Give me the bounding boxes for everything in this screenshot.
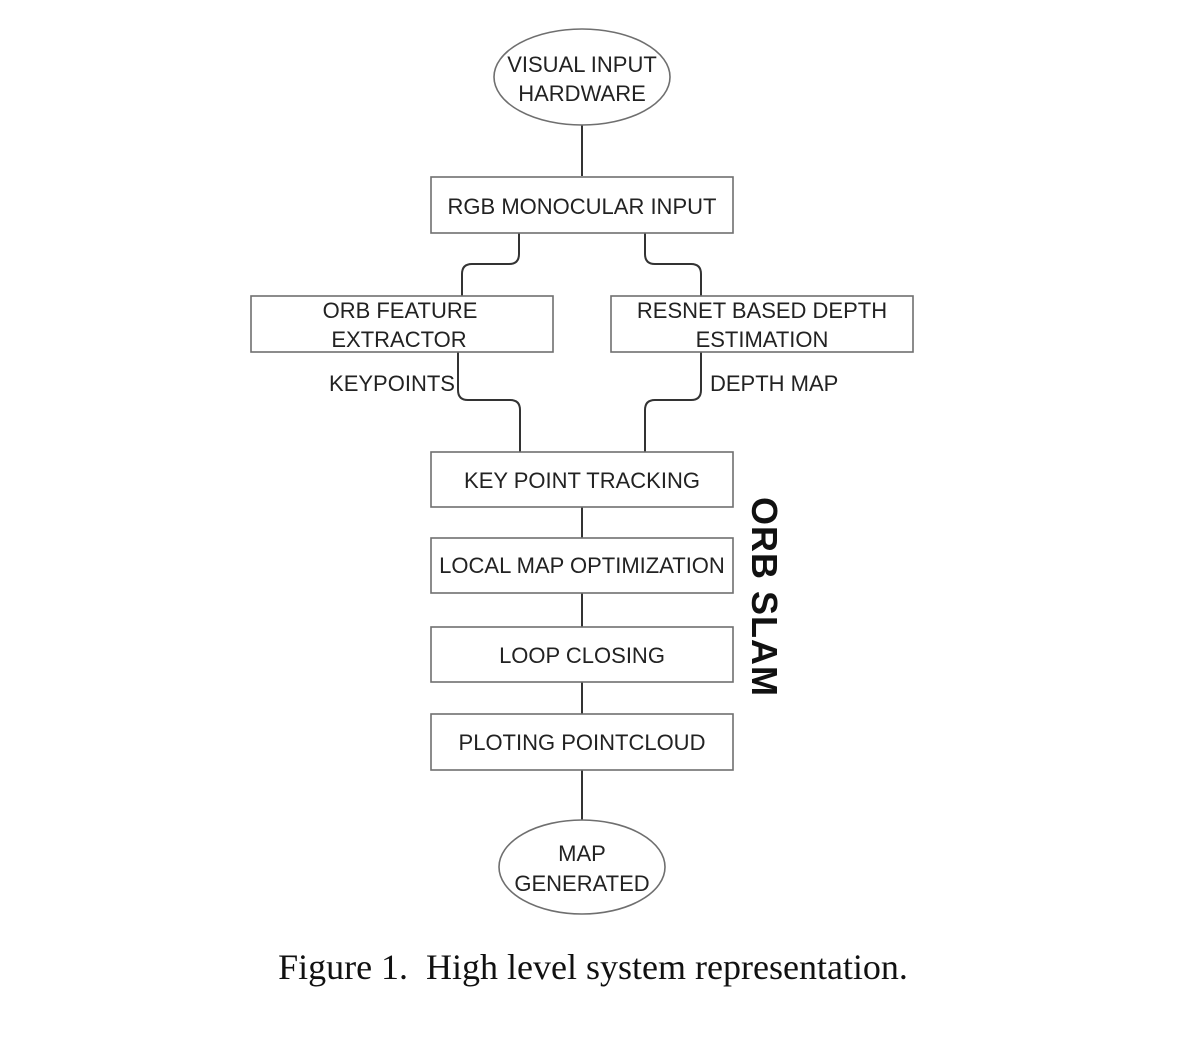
node-map-generated-line-1: MAP: [558, 841, 606, 866]
node-rgb-input: RGB MONOCULAR INPUT: [430, 176, 734, 234]
edge-rgb-to-orb: [461, 233, 520, 296]
node-resnet-depth-line-1: RESNET BASED DEPTH: [637, 298, 887, 323]
node-orb-extractor-line-2: EXTRACTOR: [331, 327, 466, 352]
node-visual-input-line-1: VISUAL INPUT: [507, 52, 657, 77]
system-diagram: VISUAL INPUT HARDWARE RGB MONOCULAR INPU…: [250, 28, 914, 915]
node-keypoint-tracking-label: KEY POINT TRACKING: [464, 468, 700, 493]
node-visual-input-line-2: HARDWARE: [518, 81, 646, 106]
node-map-generated: MAP GENERATED: [498, 819, 666, 915]
node-local-map-label: LOCAL MAP OPTIMIZATION: [439, 553, 725, 578]
connectors: [457, 124, 702, 821]
node-ploting: PLOTING POINTCLOUD: [430, 713, 734, 771]
edge-rgb-to-resnet: [644, 233, 702, 296]
node-map-generated-line-2: GENERATED: [514, 871, 649, 896]
group-label-orb-slam: ORB SLAM: [744, 497, 785, 697]
edge-label-depth-map: DEPTH MAP: [710, 371, 838, 396]
node-rgb-input-label: RGB MONOCULAR INPUT: [448, 194, 717, 219]
node-resnet-depth: RESNET BASED DEPTH ESTIMATION: [610, 295, 914, 353]
node-ploting-label: PLOTING POINTCLOUD: [459, 730, 706, 755]
node-visual-input: VISUAL INPUT HARDWARE: [493, 28, 671, 126]
node-keypoint-tracking: KEY POINT TRACKING: [430, 451, 734, 508]
node-orb-extractor: ORB FEATURE EXTRACTOR: [250, 295, 554, 353]
node-local-map: LOCAL MAP OPTIMIZATION: [430, 537, 734, 594]
edge-resnet-to-tracking: [644, 352, 702, 452]
edge-label-keypoints: KEYPOINTS: [329, 371, 455, 396]
node-loop-closing-label: LOOP CLOSING: [499, 643, 665, 668]
node-orb-extractor-line-1: ORB FEATURE: [323, 298, 478, 323]
node-resnet-depth-line-2: ESTIMATION: [696, 327, 829, 352]
figure-caption: Figure 1. High level system representati…: [278, 947, 908, 987]
node-loop-closing: LOOP CLOSING: [430, 626, 734, 683]
edge-orb-to-tracking: [457, 352, 521, 452]
